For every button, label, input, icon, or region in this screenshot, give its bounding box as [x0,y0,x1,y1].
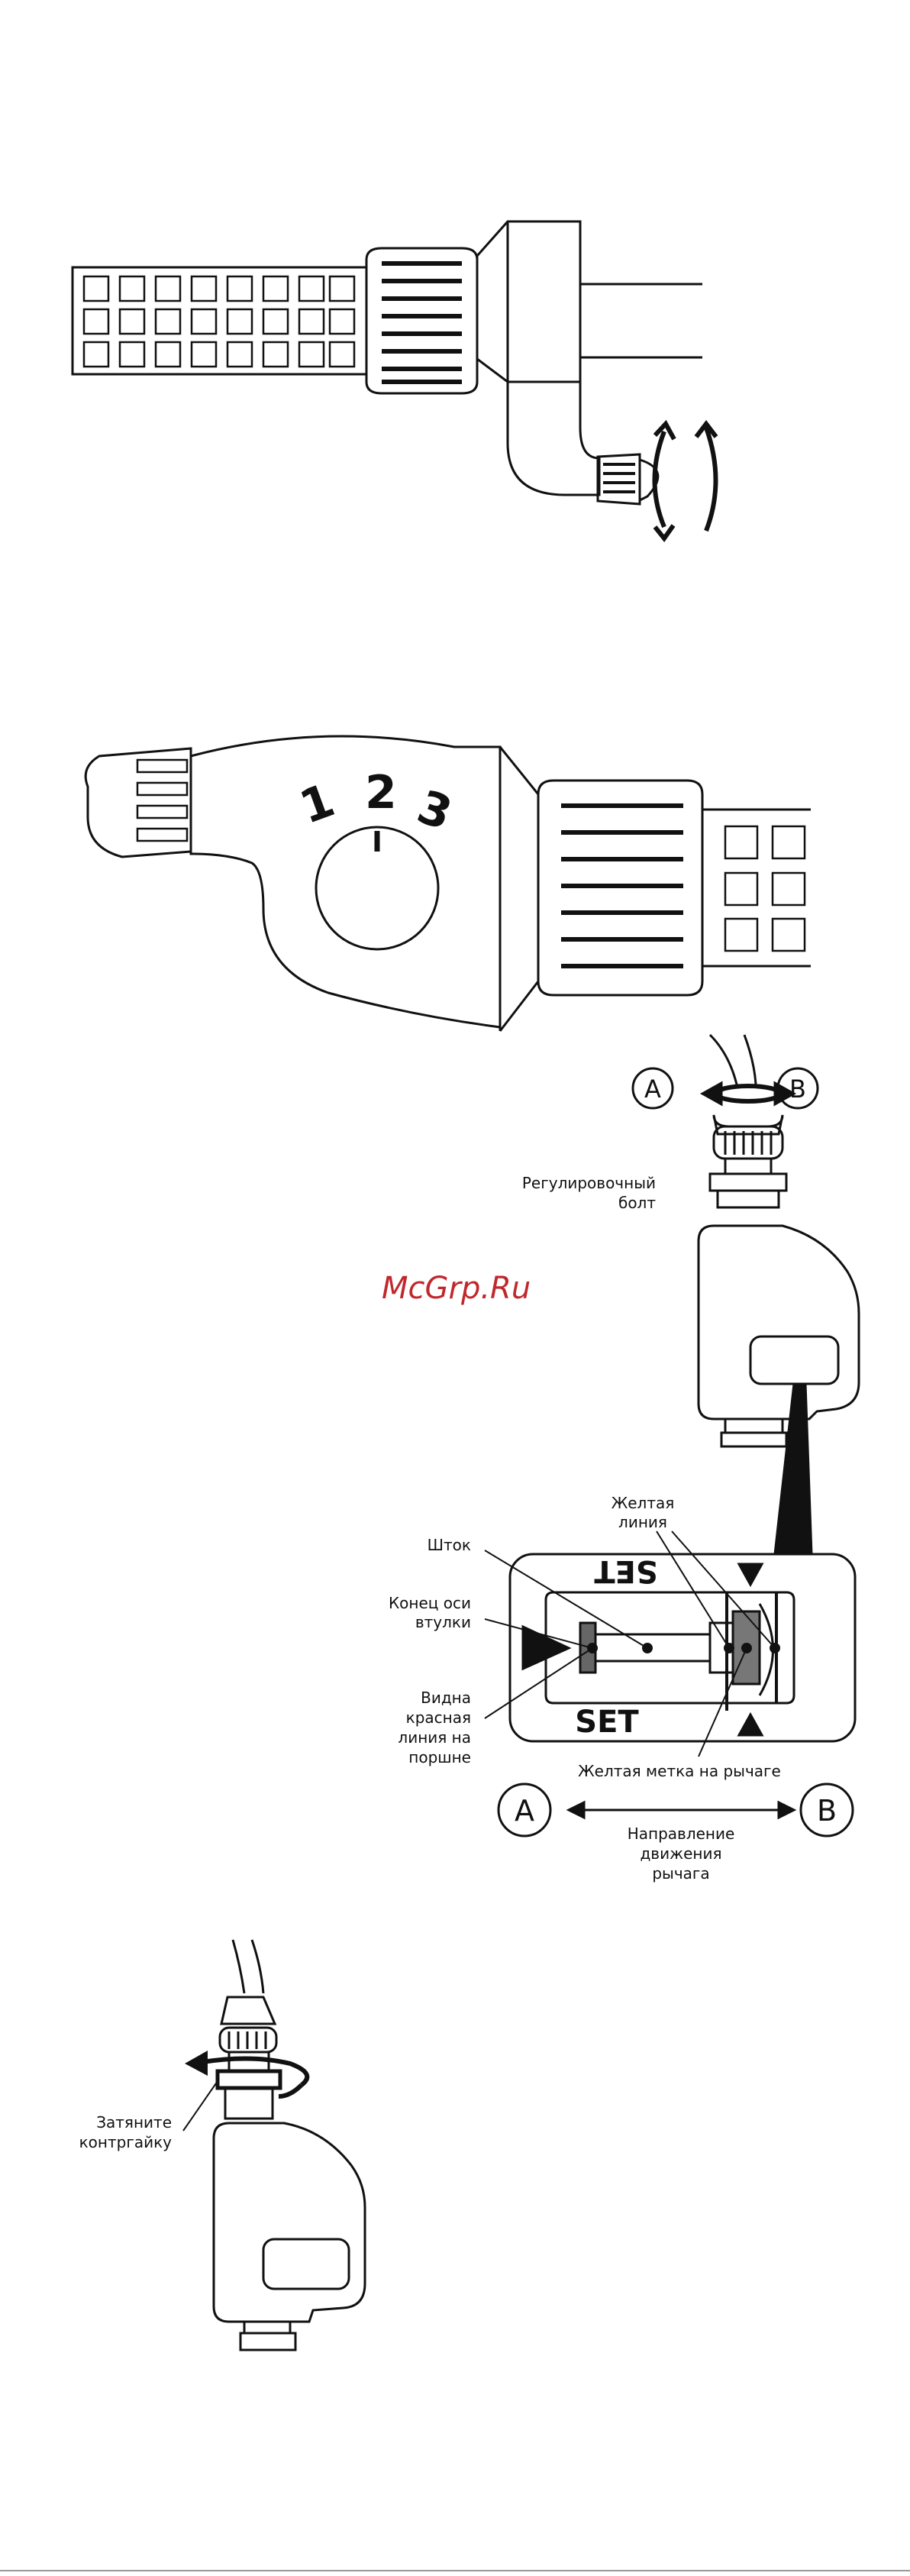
shifter-body [191,736,500,1027]
leader-yellow-line-b [672,1531,775,1648]
lever-slots [137,760,187,841]
label-axle-end-2: втулки [415,1613,471,1631]
letter-a-bottom: A [515,1794,534,1828]
label-direction-2: движения [640,1844,721,1863]
leader-yellow-line-a [657,1531,729,1648]
top-triangle [739,1564,762,1585]
hub-housing-2 [214,2123,365,2322]
label-yellow-line-1: Желтая [612,1494,675,1512]
hub-housing [699,1226,859,1419]
label-red-line-1: Видна [421,1689,471,1707]
dial-number-1: 1 [293,774,341,835]
bottom-triangle [739,1715,762,1735]
rotate-arrow-left [655,431,665,527]
label-direction-1: Направление [628,1825,735,1843]
label-yellow-mark: Желтая метка на рычаге [578,1762,781,1780]
figure-grip-shifter [73,221,716,538]
zoom-wedge [775,1384,812,1554]
lock-nut [710,1174,786,1191]
dial-numbers: 1 2 3 [293,766,459,841]
grip-end-squares [725,826,805,951]
set-marking-top: SET [594,1553,658,1589]
cable [710,1035,737,1084]
dial-number-3: 3 [411,780,459,841]
lock-nut-2 [218,2071,280,2088]
shifter-clamp [477,221,580,382]
twist-ridges [382,263,462,382]
inspection-window-2 [263,2239,349,2289]
barrel-ridges [603,464,635,492]
rod [595,1634,710,1661]
cable-end [221,1997,275,2024]
label-tighten-2: контргайку [79,2133,173,2151]
watermark: McGrp.Ru [382,1271,531,1306]
label-red-line-4: поршне [408,1748,471,1766]
grip-squares [84,276,354,367]
label-direction-3: рычага [652,1864,709,1883]
grip-body [73,267,366,374]
dial-number-2: 2 [365,766,397,819]
grip-ridges [561,806,683,966]
label-adjust-bolt-2: болт [618,1194,656,1212]
twist-section [366,248,477,393]
letter-a-top: A [644,1075,661,1104]
tighten-labels: Затяните контргайку [79,2113,173,2151]
letter-b-top: B [789,1075,806,1104]
label-tighten-1: Затяните [96,2113,172,2132]
label-rod: Шток [428,1536,471,1554]
label-yellow-line-2: линия [618,1513,667,1531]
shifter-collar [454,747,538,1031]
hub-labels: A B A B Регулировочный болт McGrp.Ru Жел… [382,1075,837,1883]
inspection-window [750,1336,838,1384]
shifter-housing [508,382,599,495]
axle-nut [721,1433,786,1446]
figure-gear-dial [86,736,811,1031]
label-axle-end-1: Конец оси [389,1594,471,1612]
label-red-line-2: красная [406,1708,471,1727]
axle-nut-2 [240,2333,295,2350]
leader-locknut [183,2081,218,2131]
rotate-arrow [716,1086,780,1101]
figure-tighten-locknut [183,1940,365,2350]
barrel-adjuster [598,454,640,504]
letter-b-bottom: B [817,1794,837,1828]
set-marking-bottom: SET [575,1705,639,1740]
figure-hub-adjust [485,1035,859,1836]
label-red-line-3: линия на [398,1728,471,1747]
label-adjust-bolt-1: Регулировочный [522,1174,656,1192]
rotate-arrow-right [706,428,716,531]
